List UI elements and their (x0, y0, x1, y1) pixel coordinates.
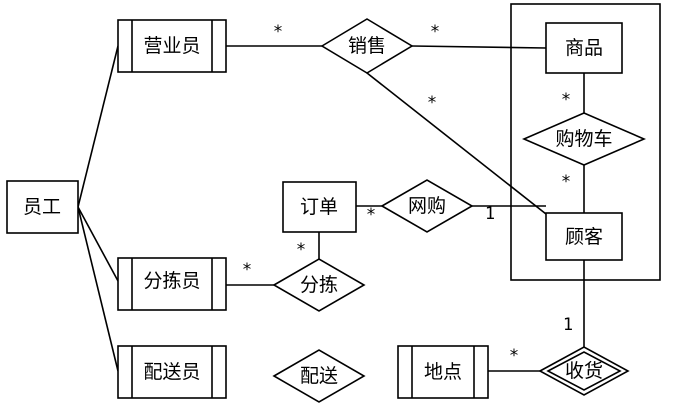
cardinality-customer-receiving: 1 (563, 315, 573, 335)
cardinality-sales-product: * (430, 22, 440, 42)
cardinality-sales-customer: * (427, 93, 437, 113)
relationship-receiving[interactable]: 收货 (538, 346, 630, 396)
entity-sorter[interactable]: 分拣员 (117, 257, 227, 311)
relationship-delivery[interactable]: 配送 (272, 349, 366, 403)
cardinality-online-customer: 1 (485, 204, 495, 224)
relationship-receiving-label: 收货 (565, 360, 603, 382)
cardinality-sorter-sorting: * (242, 260, 252, 280)
entity-deliverer[interactable]: 配送员 (117, 345, 227, 399)
relationship-sorting[interactable]: 分拣 (272, 258, 366, 312)
entity-product[interactable]: 商品 (545, 22, 623, 74)
aggregation-box (510, 3, 661, 281)
cardinality-sorting-order: * (296, 240, 306, 260)
entity-employee[interactable]: 员工 (6, 180, 79, 234)
cardinality-location-receiving: * (509, 346, 519, 366)
line-sales-customer (366, 72, 547, 215)
relationship-delivery-label: 配送 (300, 365, 338, 387)
entity-location-label: 地点 (424, 361, 462, 383)
line-employee-deliverer (77, 206, 119, 372)
entity-deliverer-label: 配送员 (143, 361, 200, 383)
entity-customer[interactable]: 顾客 (545, 212, 623, 261)
relationship-shopping-cart-label: 购物车 (555, 128, 612, 150)
entity-sales-clerk[interactable]: 营业员 (117, 19, 227, 73)
line-employee-sorter (77, 206, 119, 282)
cardinality-marks: * * * * * * 1 * * 1 * (242, 22, 573, 366)
line-sales-product (411, 45, 547, 49)
entity-customer-label: 顾客 (565, 226, 603, 248)
relationship-sales-label: 销售 (348, 35, 386, 57)
cardinality-cart-customer: * (561, 172, 571, 192)
relationship-sales[interactable]: 销售 (320, 18, 414, 74)
cardinality-order-online: * (366, 205, 376, 225)
relationship-online-purchase-label: 网购 (408, 195, 446, 217)
cardinality-product-cart: * (561, 90, 571, 110)
entity-sales-clerk-label: 营业员 (143, 35, 200, 57)
entity-employee-label: 员工 (23, 196, 61, 218)
entity-product-label: 商品 (565, 37, 603, 59)
entity-sorter-label: 分拣员 (143, 270, 200, 292)
entity-order[interactable]: 订单 (282, 181, 357, 233)
relationship-sorting-label: 分拣 (300, 274, 338, 296)
line-employee-sales-clerk (77, 45, 119, 208)
relationship-online-purchase[interactable]: 网购 (380, 179, 474, 233)
cardinality-sales-clerk-sales: * (273, 22, 283, 42)
connection-lines (77, 45, 585, 372)
entity-order-label: 订单 (300, 196, 338, 218)
relationship-shopping-cart[interactable]: 购物车 (521, 112, 647, 166)
entity-location[interactable]: 地点 (397, 345, 489, 399)
